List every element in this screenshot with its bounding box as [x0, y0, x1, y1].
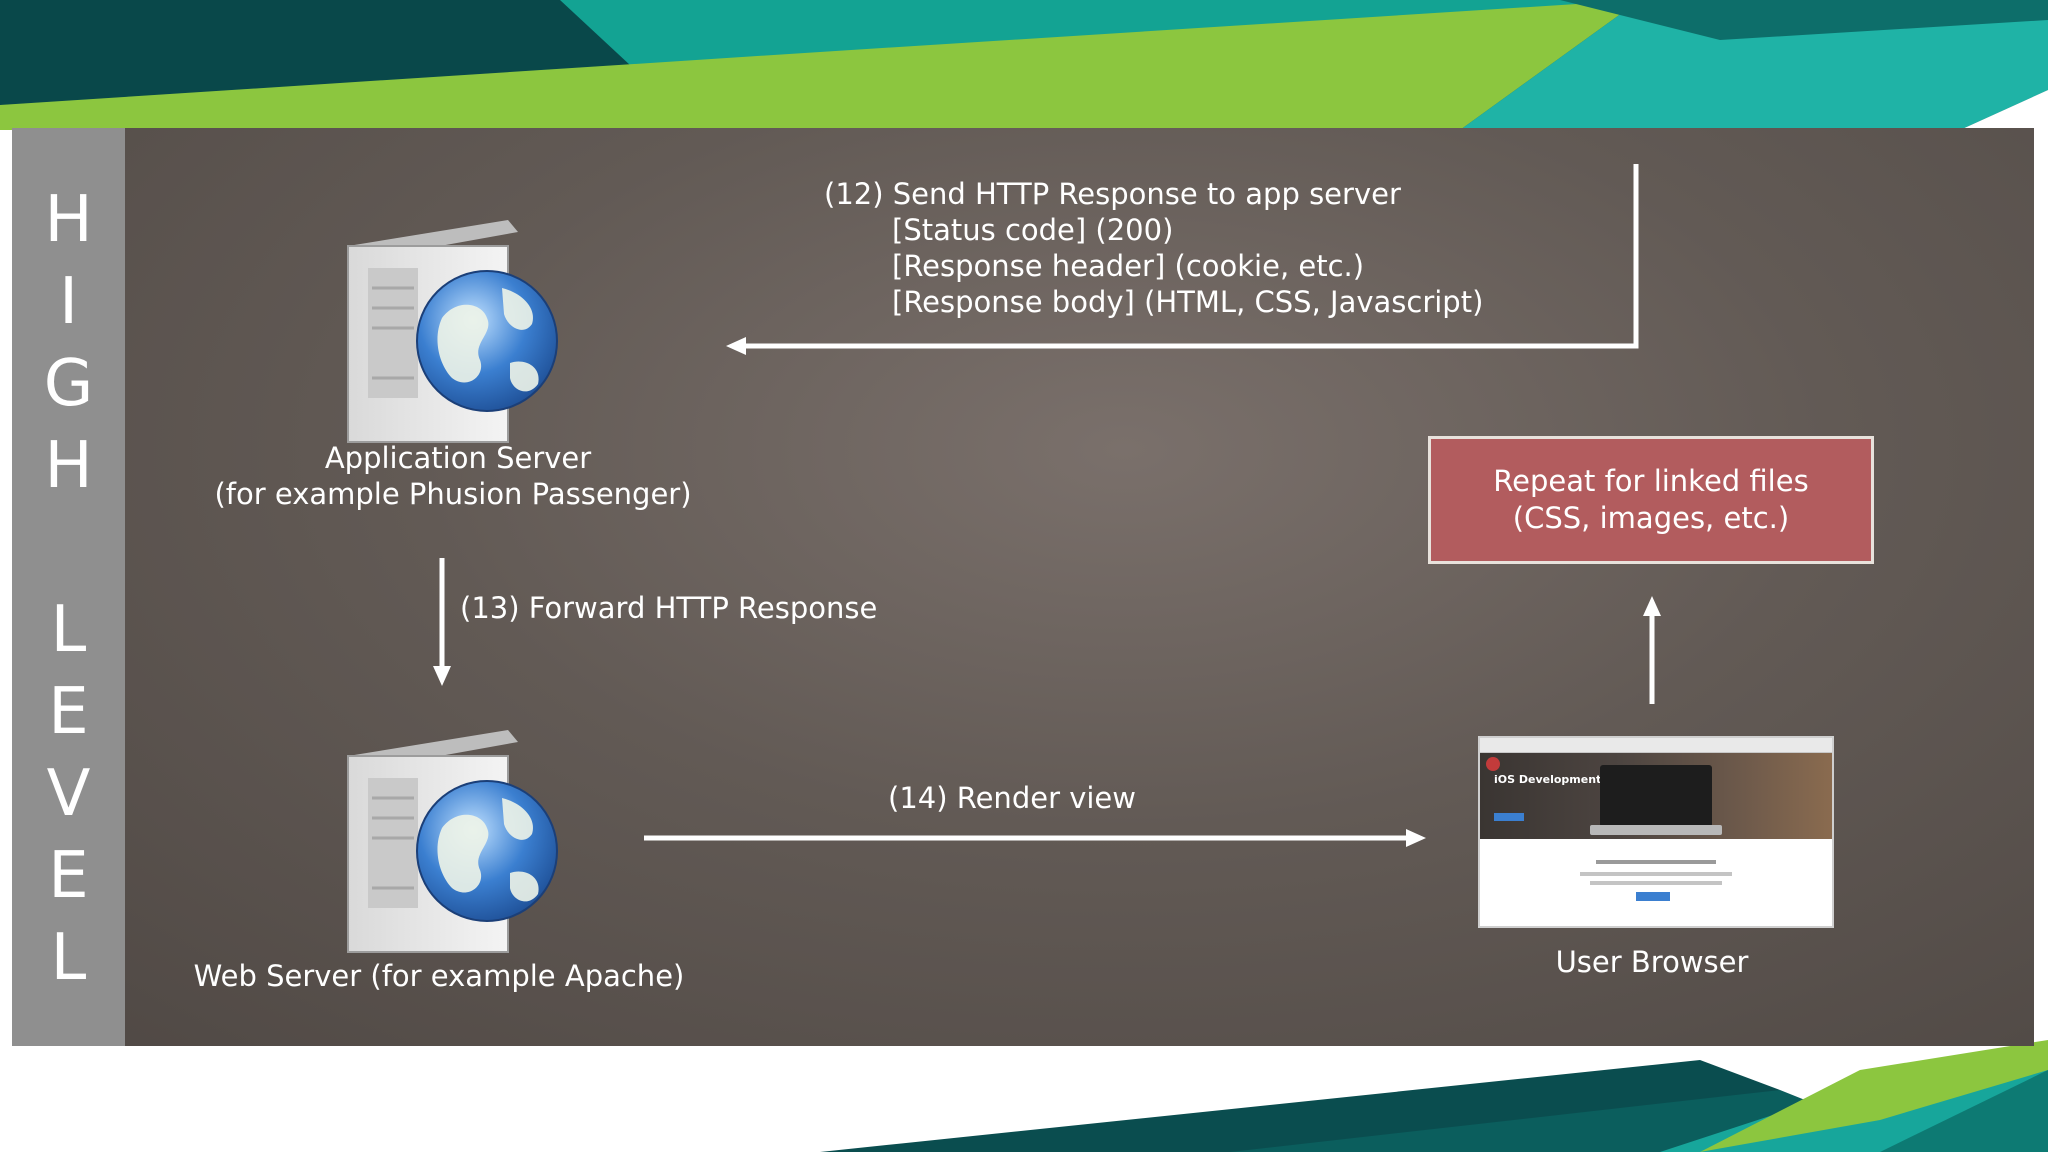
browser-toolbar	[1480, 738, 1832, 753]
side-letter: V	[46, 757, 91, 831]
app-server-label: Application Server	[324, 441, 592, 475]
browser-hero-button	[1494, 813, 1524, 821]
repeat-box-line1: Repeat for linked files	[1493, 464, 1809, 498]
step12-item: [Response header] (cookie, etc.)	[892, 249, 1365, 283]
browser-text-line	[1596, 860, 1716, 864]
side-letter: L	[50, 921, 87, 995]
side-letter: G	[43, 347, 94, 421]
app-server-sublabel: (for example Phusion Passenger)	[214, 477, 692, 511]
diagram-slide: H I G H L E V E L	[12, 128, 2034, 1046]
side-letter: H	[44, 183, 93, 257]
step12-item: [Status code] (200)	[892, 213, 1174, 247]
side-letter: H	[44, 429, 93, 503]
laptop-icon	[1600, 765, 1712, 827]
browser-text-line	[1580, 872, 1732, 876]
side-letter: L	[50, 593, 87, 667]
user-browser-label: User Browser	[1555, 945, 1749, 979]
app-server-icon	[347, 220, 558, 443]
arrow-step13	[433, 558, 451, 686]
side-letter: I	[59, 265, 78, 339]
browser-hero: iOS Development	[1480, 753, 1832, 839]
arrow-step12	[726, 164, 1639, 355]
step14-label: (14) Render view	[888, 781, 1136, 815]
top-banner-decoration	[0, 0, 2048, 130]
web-server-icon	[347, 730, 558, 953]
laptop-base-icon	[1590, 825, 1722, 835]
web-server-label: Web Server (for example Apache)	[193, 959, 685, 993]
arrow-step14	[644, 829, 1426, 847]
browser-hero-title: iOS Development	[1494, 773, 1602, 786]
browser-screenshot: iOS Development	[1478, 736, 1834, 928]
browser-cta-button	[1636, 892, 1670, 901]
side-vertical-title: H I G H L E V E L	[12, 128, 125, 1046]
browser-text-line	[1590, 881, 1722, 885]
step12-title: (12) Send HTTP Response to app server	[824, 177, 1401, 211]
repeat-box-line2: (CSS, images, etc.)	[1512, 501, 1790, 535]
bottom-banner-decoration	[820, 1040, 2048, 1152]
arrow-repeat	[1643, 596, 1661, 704]
step13-label: (13) Forward HTTP Response	[460, 591, 878, 625]
repeat-linked-files-box: Repeat for linked files (CSS, images, et…	[1428, 436, 1874, 564]
side-letter: E	[48, 675, 89, 749]
step12-item: [Response body] (HTML, CSS, Javascript)	[892, 285, 1484, 319]
logo-badge-icon	[1486, 757, 1500, 771]
diagram-canvas	[347, 164, 1661, 953]
side-letter: E	[48, 839, 89, 913]
